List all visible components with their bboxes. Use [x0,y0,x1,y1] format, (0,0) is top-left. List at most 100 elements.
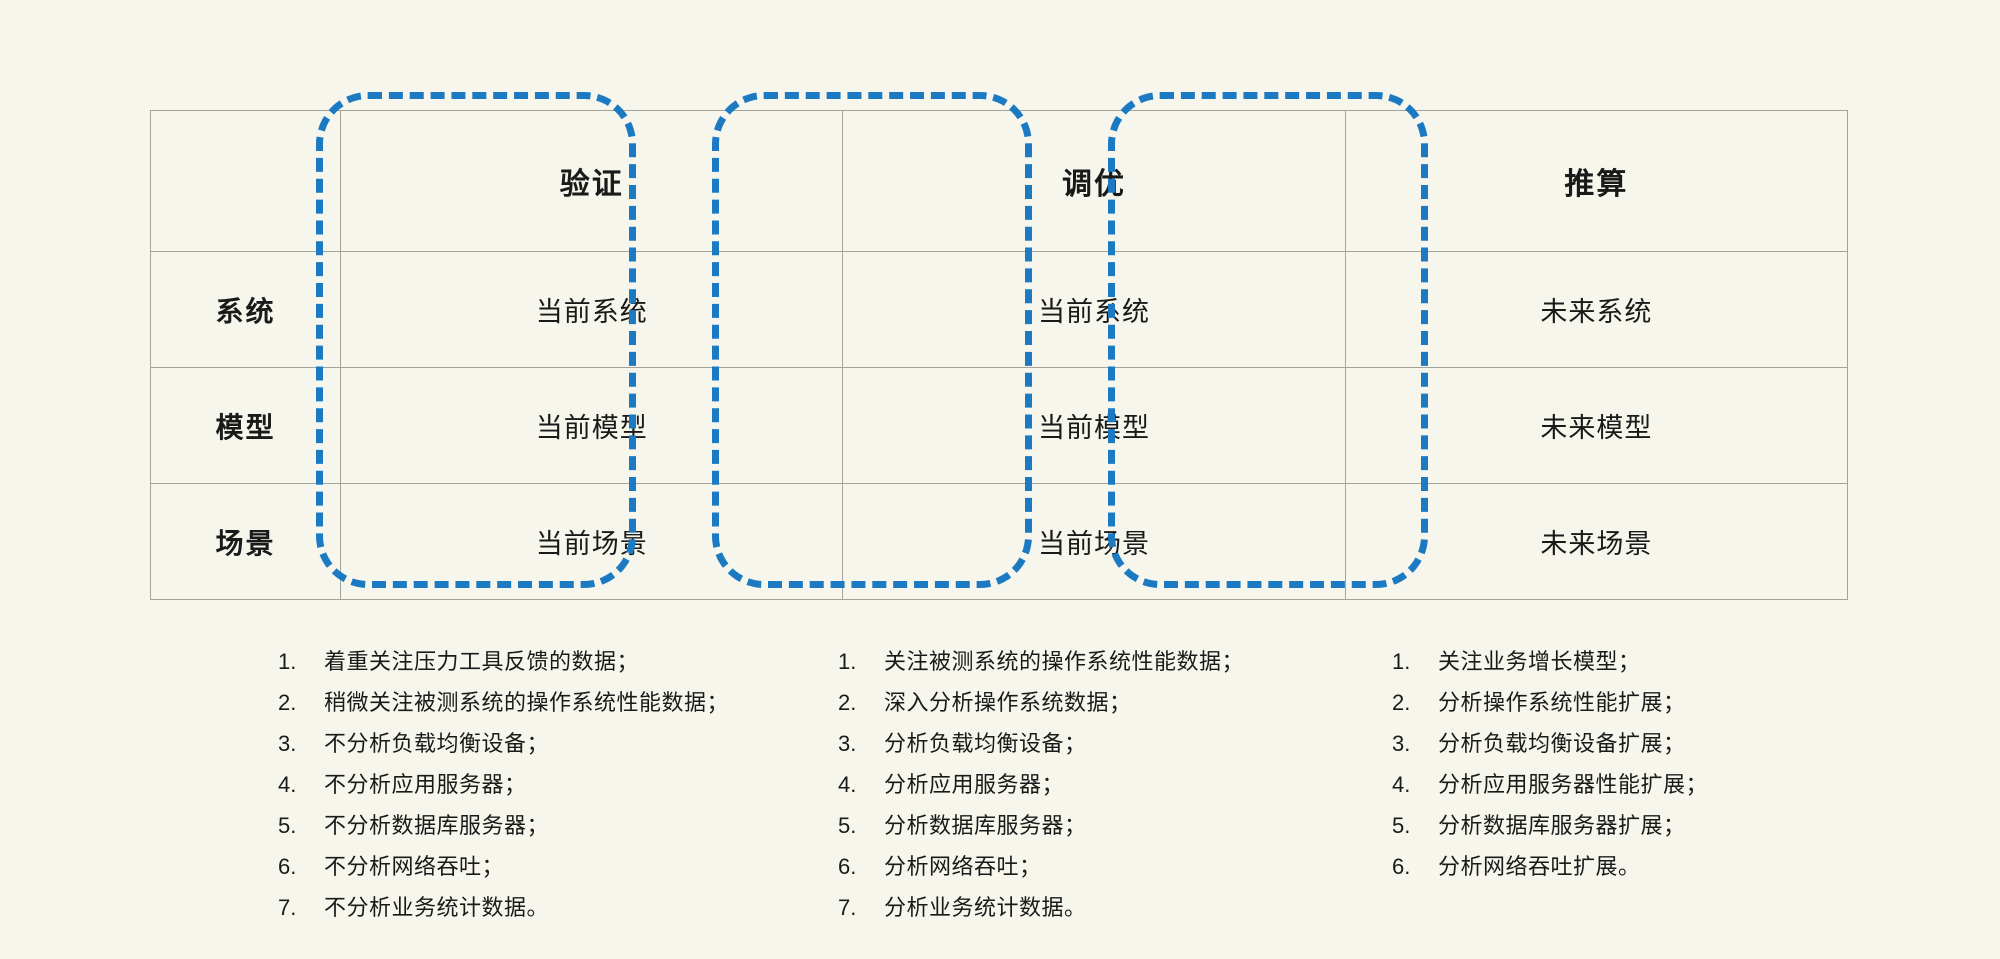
list-item-text: 不分析网络吞吐； [324,854,505,879]
list-item-number: 2. [1392,690,1411,715]
list-item-number: 3. [278,731,297,756]
list-item: 6. 分析网络吞吐； [838,850,1270,883]
list-item-text: 关注被测系统的操作系统性能数据； [884,649,1245,674]
list-item-number: 3. [1392,731,1411,756]
list-item: 4. 分析应用服务器； [838,768,1270,801]
list-item: 7. 分析业务统计数据。 [838,891,1270,924]
table-cell: 未来系统 [1344,251,1849,368]
list-item-text: 分析业务统计数据。 [884,895,1087,920]
table-cell: 当前模型 [340,367,844,484]
list-item-text: 分析数据库服务器； [884,813,1087,838]
list-item-number: 6. [278,854,297,879]
list-item-number: 4. [1392,772,1411,797]
list-item-text: 稍微关注被测系统的操作系统性能数据； [324,690,730,715]
column-header-label: 验证 [559,168,624,201]
cell-value: 未来系统 [1540,297,1653,327]
list-item-text: 分析负载均衡设备扩展； [1438,731,1686,756]
list-item: 1. 关注被测系统的操作系统性能数据； [838,645,1270,678]
list-item-number: 5. [838,813,857,838]
row-label-cell-scenario: 场景 [149,483,342,600]
list-item-text: 分析数据库服务器扩展； [1438,813,1686,838]
list-item: 6. 分析网络吞吐扩展。 [1392,850,1830,883]
row-label-cell-system: 系统 [149,251,342,368]
table-cell: 当前系统 [340,251,844,368]
list-item-number: 4. [838,772,857,797]
list-item: 6. 不分析网络吞吐； [278,850,710,883]
list-item-number: 2. [278,690,297,715]
list-item: 5. 分析数据库服务器扩展； [1392,809,1830,842]
table-row: 模型 当前模型 当前模型 未来模型 [149,367,1849,484]
column-header-label: 调优 [1062,168,1127,201]
table-row: 系统 当前系统 当前系统 未来系统 [149,251,1849,368]
list-item-text: 不分析业务统计数据。 [324,895,550,920]
column-header-label: 推算 [1564,168,1629,201]
table-header-row: 验证 调优 推算 [149,110,1849,252]
list-item-number: 7. [838,895,857,920]
list-item-text: 分析应用服务器； [884,772,1065,797]
list-item-text: 不分析应用服务器； [324,772,527,797]
cell-value: 未来模型 [1540,413,1653,443]
cell-value: 当前系统 [1038,297,1151,327]
list-item-text: 分析应用服务器性能扩展； [1438,772,1709,797]
list-item-text: 不分析负载均衡设备； [324,731,550,756]
list-item-text: 分析网络吞吐扩展。 [1438,854,1641,879]
list-item-text: 关注业务增长模型； [1438,649,1641,674]
notes-list-estimation: 1. 关注业务增长模型； 2. 分析操作系统性能扩展； 3. 分析负载均衡设备扩… [1270,645,1830,932]
cell-value: 当前模型 [535,413,648,443]
list-item: 7. 不分析业务统计数据。 [278,891,710,924]
row-label: 场景 [215,527,276,559]
table-corner-cell [149,110,342,252]
list-item-text: 分析操作系统性能扩展； [1438,690,1686,715]
table-cell: 当前场景 [842,483,1346,600]
notes-list-tuning: 1. 关注被测系统的操作系统性能数据； 2. 深入分析操作系统数据； 3. 分析… [710,645,1270,932]
list-item: 3. 分析负载均衡设备扩展； [1392,727,1830,760]
notes-lists: 1. 着重关注压力工具反馈的数据； 2. 稍微关注被测系统的操作系统性能数据； … [150,645,1910,932]
cell-value: 当前模型 [1038,413,1151,443]
list-item-text: 不分析数据库服务器； [324,813,550,838]
list-item: 4. 分析应用服务器性能扩展； [1392,768,1830,801]
cell-value: 当前场景 [535,529,648,559]
list-item-number: 5. [1392,813,1411,838]
list-item: 1. 着重关注压力工具反馈的数据； [278,645,710,678]
list-item-number: 1. [278,649,297,674]
list-item-number: 1. [838,649,857,674]
list-item-number: 7. [278,895,297,920]
list-item-number: 2. [838,690,857,715]
list-item: 2. 深入分析操作系统数据； [838,686,1270,719]
table-cell: 当前场景 [340,483,844,600]
list-item: 3. 不分析负载均衡设备； [278,727,710,760]
list-item-number: 5. [278,813,297,838]
table-header-cell-estimation: 推算 [1344,110,1849,252]
cell-value: 未来场景 [1540,529,1653,559]
comparison-matrix-table: 验证 调优 推算 系统 当前系统 当前系统 [149,110,1849,600]
list-item: 3. 分析负载均衡设备； [838,727,1270,760]
list-item-text: 着重关注压力工具反馈的数据； [324,649,640,674]
table-cell: 当前系统 [842,251,1346,368]
list-item-number: 4. [278,772,297,797]
list-item: 1. 关注业务增长模型； [1392,645,1830,678]
table-cell: 当前模型 [842,367,1346,484]
list-item: 2. 稍微关注被测系统的操作系统性能数据； [278,686,729,719]
row-label: 模型 [215,411,276,443]
list-item-number: 6. [838,854,857,879]
notes-list-verification: 1. 着重关注压力工具反馈的数据； 2. 稍微关注被测系统的操作系统性能数据； … [150,645,729,932]
list-item: 2. 分析操作系统性能扩展； [1392,686,1830,719]
list-item-number: 3. [838,731,857,756]
list-item-text: 分析网络吞吐； [884,854,1042,879]
list-item-number: 1. [1392,649,1411,674]
table-row: 场景 当前场景 当前场景 未来场景 [149,483,1849,600]
table-cell: 未来模型 [1344,367,1849,484]
list-item-text: 分析负载均衡设备； [884,731,1087,756]
list-item-number: 6. [1392,854,1411,879]
table-header-cell-verification: 验证 [340,110,844,252]
list-item-text: 深入分析操作系统数据； [884,690,1132,715]
table-header-cell-tuning: 调优 [842,110,1346,252]
cell-value: 当前场景 [1038,529,1151,559]
row-label: 系统 [215,295,276,327]
list-item: 4. 不分析应用服务器； [278,768,710,801]
cell-value: 当前系统 [535,297,648,327]
list-item: 5. 分析数据库服务器； [838,809,1270,842]
table-cell: 未来场景 [1344,483,1849,600]
list-item: 5. 不分析数据库服务器； [278,809,710,842]
